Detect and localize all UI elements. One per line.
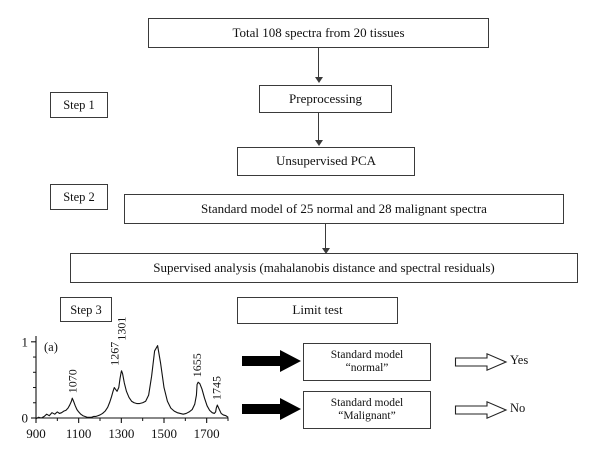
step-label-1: Step 1 <box>50 92 108 118</box>
peak-label-1070: 1070 <box>65 369 79 393</box>
connector-total-to-preprocessing <box>318 48 319 78</box>
arrowhead-down-icon <box>315 77 323 83</box>
svg-text:1100: 1100 <box>66 426 92 441</box>
svg-text:900: 900 <box>26 426 46 441</box>
panel-letter: (a) <box>44 340 58 354</box>
svg-text:1500: 1500 <box>151 426 177 441</box>
node-limit-test-label: Limit test <box>292 302 343 318</box>
peak-label-1267: 1267 <box>107 342 121 366</box>
node-preprocessing-label: Preprocessing <box>289 90 362 106</box>
node-standard-model-malignant: Standard model “Malignant” <box>303 391 431 429</box>
node-supervised-analysis: Supervised analysis (mahalanobis distanc… <box>70 253 578 283</box>
peak-label-1301: 1301 <box>115 317 129 341</box>
peak-label-1655: 1655 <box>190 353 204 377</box>
outline-arrow-yes-icon <box>454 352 508 372</box>
decision-yes-label: Yes <box>510 353 529 367</box>
node-unsupervised-pca-label: Unsupervised PCA <box>275 153 377 169</box>
step-label-3-text: Step 3 <box>70 302 102 317</box>
peak-label-1745: 1745 <box>209 376 223 400</box>
node-standard-model-label: Standard model of 25 normal and 28 malig… <box>201 200 487 216</box>
node-total-spectra-label: Total 108 spectra from 20 tissues <box>232 24 405 40</box>
node-supervised-analysis-label: Supervised analysis (mahalanobis distanc… <box>153 259 495 275</box>
svg-text:0: 0 <box>22 411 29 426</box>
svg-text:1300: 1300 <box>108 426 134 441</box>
node-standard-model-malignant-line1: Standard model <box>330 397 404 410</box>
arrowhead-down-icon <box>322 248 330 254</box>
block-arrow-malignant-icon <box>242 398 301 420</box>
svg-text:1700: 1700 <box>194 426 220 441</box>
step-label-2-text: Step 2 <box>63 190 95 204</box>
node-standard-model-malignant-line2: “Malignant” <box>338 410 396 422</box>
node-limit-test: Limit test <box>237 297 398 324</box>
connector-standard-to-supervised <box>325 224 326 249</box>
decision-no-label: No <box>510 401 526 415</box>
node-standard-model-normal-line2: “normal” <box>345 362 389 374</box>
svg-text:1: 1 <box>22 334 29 349</box>
connector-preprocessing-to-pca <box>318 113 319 141</box>
node-total-spectra: Total 108 spectra from 20 tissues <box>148 18 489 48</box>
step-label-1-text: Step 1 <box>63 98 95 112</box>
node-standard-model-normal-line1: Standard model <box>330 349 404 362</box>
node-unsupervised-pca: Unsupervised PCA <box>237 147 415 176</box>
step-label-3: Step 3 <box>60 297 112 322</box>
node-standard-model: Standard model of 25 normal and 28 malig… <box>124 194 564 224</box>
arrowhead-down-icon <box>315 140 323 146</box>
block-arrow-normal-icon <box>242 350 301 372</box>
node-preprocessing: Preprocessing <box>259 85 392 113</box>
step-label-2: Step 2 <box>50 184 108 210</box>
node-standard-model-normal: Standard model “normal” <box>303 343 431 381</box>
outline-arrow-no-icon <box>454 400 508 420</box>
